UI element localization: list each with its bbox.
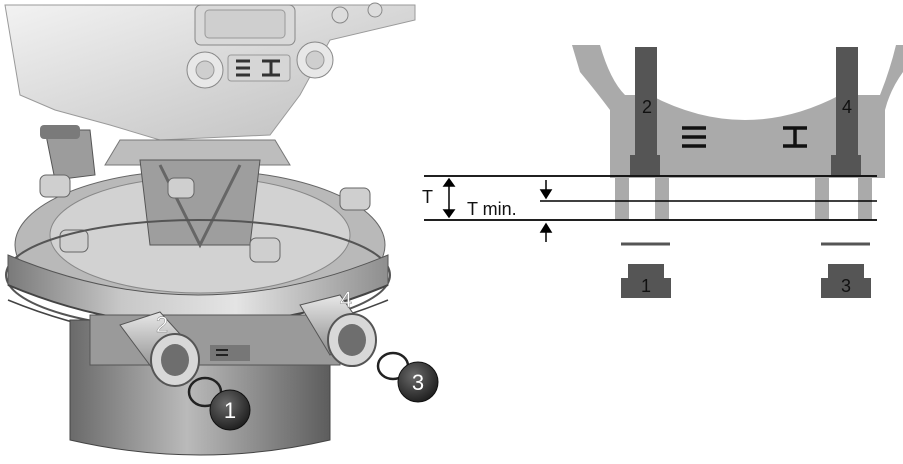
bore-left-outer bbox=[615, 178, 629, 220]
dimension-T-arrow bbox=[442, 177, 456, 219]
callout-1: 1 bbox=[224, 398, 236, 423]
label-4: 4 bbox=[842, 97, 852, 117]
plug-cap-3 bbox=[397, 361, 439, 403]
callout-4: 4 bbox=[340, 287, 352, 312]
dimension-T-label: T bbox=[422, 187, 433, 207]
photo-illustration: 1 3 2 4 bbox=[4, 2, 439, 456]
neck bbox=[104, 139, 291, 166]
callout-2: 2 bbox=[156, 312, 168, 337]
port-4 bbox=[299, 294, 377, 367]
symbol-right bbox=[783, 126, 807, 148]
label-2: 2 bbox=[642, 97, 652, 117]
dimension-Tmin-arrows bbox=[539, 180, 553, 242]
cross-section-diagram: T T min. 2 4 1 3 bbox=[422, 45, 903, 298]
plug-1 bbox=[621, 264, 671, 298]
label-1: 1 bbox=[641, 276, 651, 296]
dimension-Tmin-label: T min. bbox=[467, 199, 517, 219]
plug-3 bbox=[821, 264, 871, 298]
tripod-support bbox=[139, 159, 261, 246]
diaphragm-bolts bbox=[39, 174, 371, 263]
plug-cap-1 bbox=[209, 389, 251, 431]
callout-3: 3 bbox=[412, 370, 424, 395]
tube-2 bbox=[635, 47, 657, 157]
tube-4 bbox=[836, 47, 858, 157]
label-3: 3 bbox=[841, 276, 851, 296]
port-2 bbox=[119, 311, 200, 387]
housing-marking bbox=[227, 54, 291, 82]
symbol-left bbox=[682, 126, 706, 148]
